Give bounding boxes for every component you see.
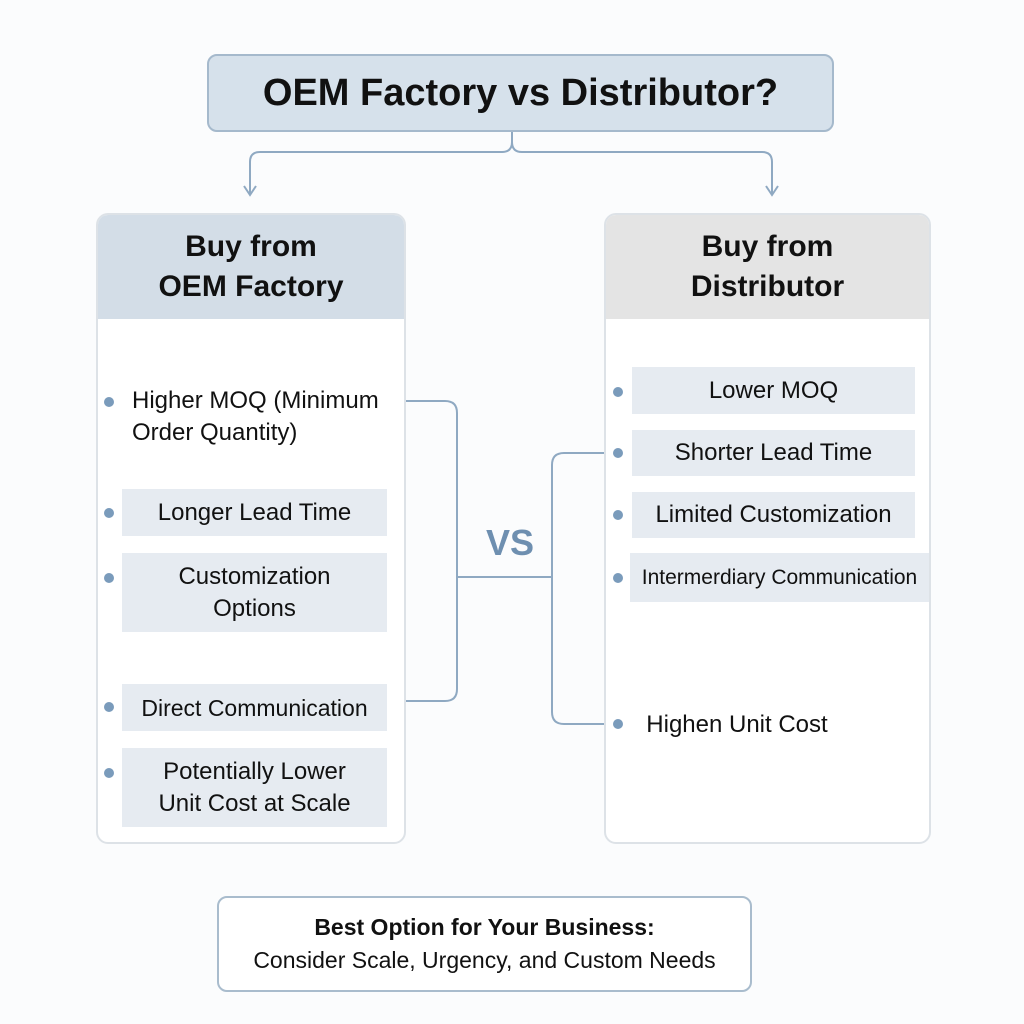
left-bracket: [406, 400, 458, 702]
bullet-icon: [613, 448, 623, 458]
list-item: Intermerdiary Communication: [630, 553, 929, 602]
bullet-icon: [104, 702, 114, 712]
list-item: Shorter Lead Time: [632, 430, 915, 476]
list-item: Higher MOQ (Minimum Order Quantity): [124, 385, 406, 449]
list-item: Potentially Lower Unit Cost at Scale: [122, 748, 387, 827]
recommendation-text: Consider Scale, Urgency, and Custom Need…: [253, 947, 716, 973]
bullet-icon: [104, 397, 114, 407]
list-item: Highen Unit Cost: [646, 711, 828, 738]
vs-label: VS: [486, 522, 535, 563]
header-line: Buy from: [185, 230, 317, 263]
arrowhead-left-icon: [243, 185, 257, 197]
arrowhead-right-icon: [765, 185, 779, 197]
bullet-icon: [613, 719, 623, 729]
item-text: Higher MOQ (Minimum Order Quantity): [132, 387, 379, 446]
bullet-icon: [104, 508, 114, 518]
header-line: OEM Factory: [158, 270, 344, 303]
arrow-to-oem: [249, 132, 513, 194]
list-item: Limited Customization: [632, 492, 915, 538]
recommendation-heading: Best Option for Your Business:: [314, 914, 655, 940]
list-item: Customization Options: [122, 553, 387, 632]
list-item: Lower MOQ: [632, 367, 915, 414]
bullet-icon: [613, 387, 623, 397]
page-title: OEM Factory vs Distributor?: [207, 54, 834, 132]
arrow-to-distributor: [511, 141, 773, 194]
recommendation-box: Best Option for Your Business: Consider …: [217, 896, 752, 992]
bullet-icon: [104, 573, 114, 583]
list-item: Direct Communication: [122, 684, 387, 731]
header-line: Distributor: [690, 270, 845, 303]
right-bracket: [551, 452, 604, 725]
bullet-icon: [104, 768, 114, 778]
bullet-icon: [613, 510, 623, 520]
bullet-icon: [613, 573, 623, 583]
header-line: Buy from: [701, 230, 834, 263]
list-item: Longer Lead Time: [122, 489, 387, 536]
